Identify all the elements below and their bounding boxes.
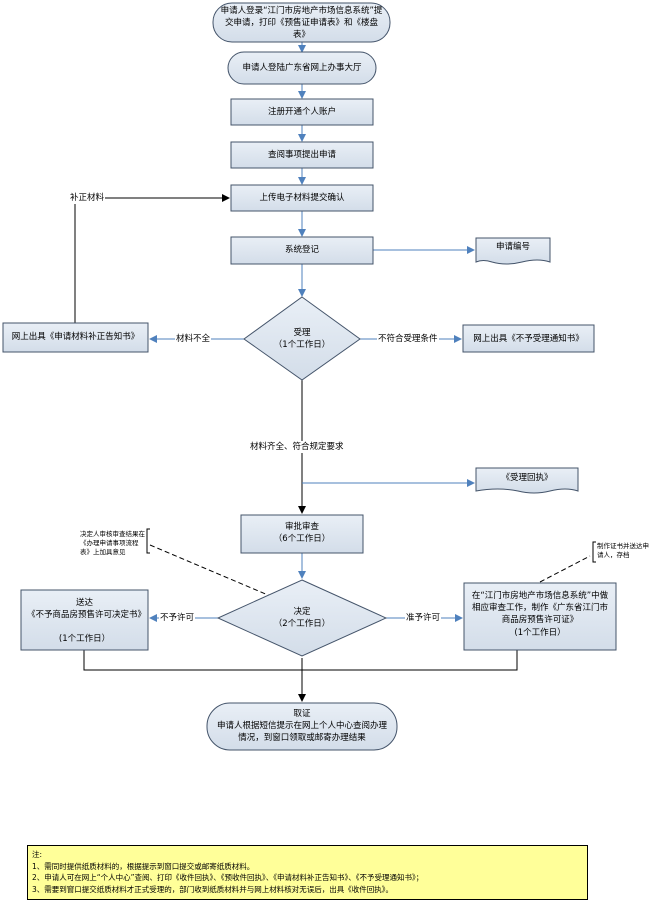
edge-label-deny: 不予许可 bbox=[159, 612, 196, 624]
register-label: 注册开通个人账户 bbox=[267, 107, 336, 117]
upload-label: 上传电子材料提交确认 bbox=[259, 193, 345, 203]
annotation-bracket-left bbox=[146, 528, 150, 554]
notes-title: 注: bbox=[32, 850, 43, 859]
sysreg-box bbox=[230, 236, 374, 265]
start-label: 申请人登录“江门市房地产市场信息系统”提交申请，打印《预售证申请表》和《楼盘表》 bbox=[220, 6, 383, 40]
edge-label-supplement: 补正材料 bbox=[69, 192, 106, 204]
accept-days: （1个工作日） bbox=[273, 340, 331, 350]
apply-box bbox=[230, 141, 374, 169]
app-no-label: 申请编号 bbox=[495, 242, 530, 252]
notes-box: 注: 1、需同时提供纸质材料的，根据提示到窗口提交或邮寄纸质材料。 2、申请人可… bbox=[27, 845, 588, 900]
deny-doc: 《不予商品房预售许可决定书》 bbox=[27, 610, 147, 620]
edge-supplement-upload bbox=[74, 194, 230, 323]
upload-box bbox=[230, 184, 374, 212]
supplement-notice-label: 网上出具《申请材料补正告知书》 bbox=[11, 332, 140, 342]
grant-days: (1个工作日） bbox=[514, 628, 566, 638]
edge-label-incomplete: 材料不全 bbox=[175, 333, 212, 345]
edge-label-complete: 材料齐全、符合规定要求 bbox=[249, 441, 345, 453]
end-text: 申请人根据短信提示在网上个人中心查阅办理情况，到窗口领取或邮寄办理结果 bbox=[216, 721, 387, 743]
deny-box bbox=[20, 589, 149, 651]
receipt-label: 《受理回执》 bbox=[501, 473, 553, 483]
decide-days: （2个工作日） bbox=[273, 619, 331, 629]
note-item: 1、需同时提供纸质材料的，根据提示到窗口提交或邮寄纸质材料。 bbox=[32, 861, 255, 871]
edge-label-grant: 准予许可 bbox=[405, 612, 442, 624]
review-title: 审批审查 bbox=[284, 522, 319, 532]
reject-notice-box bbox=[462, 324, 595, 353]
register-box bbox=[230, 98, 374, 126]
annotation-leader-left bbox=[149, 544, 276, 599]
edge-merge bbox=[83, 650, 518, 671]
annotation-leader-right bbox=[539, 555, 591, 583]
review-days: （6个工作日） bbox=[273, 534, 331, 544]
annotation-left: 决定人审核审查结果在《办理申请事项流程表》上加具意见 bbox=[80, 530, 145, 556]
decide-decision bbox=[216, 579, 388, 657]
decide-title: 决定 bbox=[293, 607, 311, 617]
grant-box bbox=[463, 582, 617, 651]
note-item: 3、需要到窗口提交纸质材料才正式受理的，部门收到纸质材料并与网上材料核对无误后，… bbox=[32, 884, 394, 894]
login-terminator bbox=[227, 51, 377, 85]
deny-days: (1个工作日） bbox=[58, 634, 111, 644]
grant-text: 在“江门市房地产市场信息系统”中做相应审查工作，制作《广东省江门市商品房预售许可… bbox=[471, 591, 609, 625]
end-terminator bbox=[206, 702, 398, 751]
deny-title: 送达 bbox=[75, 598, 93, 608]
start-terminator bbox=[212, 2, 391, 43]
apply-label: 查阅事项提出申请 bbox=[267, 150, 336, 160]
annotation-right: 制作证书并送达申请人，存档 bbox=[597, 542, 649, 559]
annotation-bracket-right bbox=[592, 541, 596, 563]
note-item: 2、申请人可在网上“个人中心”查阅、打印《收件回执》、《预收件回执》、《申请材料… bbox=[32, 873, 424, 882]
app-no-document bbox=[475, 237, 551, 265]
login-label: 申请人登陆广东省网上办事大厅 bbox=[242, 63, 362, 73]
accept-title: 受理 bbox=[293, 328, 311, 338]
review-box bbox=[240, 514, 364, 554]
supplement-notice-box bbox=[2, 322, 149, 353]
reject-notice-label: 网上出具《不予受理通知书》 bbox=[473, 334, 584, 344]
end-title: 取证 bbox=[293, 709, 311, 719]
sysreg-label: 系统登记 bbox=[284, 245, 319, 255]
receipt-document bbox=[475, 467, 579, 494]
edge-label-not-accepted: 不符合受理条件 bbox=[377, 333, 439, 345]
accept-decision bbox=[243, 296, 361, 381]
